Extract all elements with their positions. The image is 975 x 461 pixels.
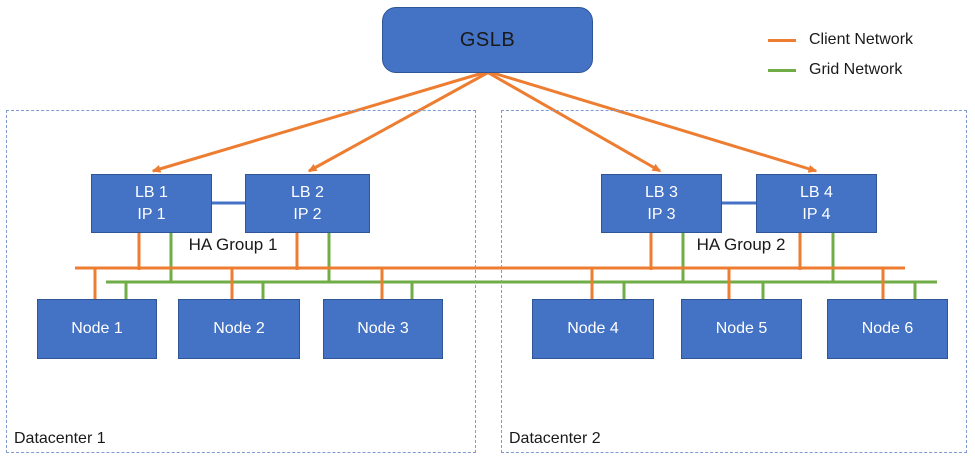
client-network-swatch: [768, 38, 796, 42]
gslb-label: GSLB: [459, 29, 516, 51]
grid-network-swatch: [768, 68, 796, 72]
legend: Client Network Grid Network: [768, 31, 913, 79]
lb-1-ip: IP 1: [137, 205, 166, 223]
lb-3-box: LB 3 IP 3: [601, 174, 722, 233]
node-1-box: Node 1: [37, 299, 157, 359]
datacenter-2-region: Datacenter 2: [501, 110, 967, 453]
network-buses: [75, 266, 937, 284]
node-4-box: Node 4: [532, 299, 654, 359]
node-5-box: Node 5: [681, 299, 802, 359]
lb-2-ip: IP 2: [293, 205, 322, 223]
lb-3-name: LB 3: [645, 183, 678, 201]
lb-3-ip: IP 3: [647, 205, 676, 223]
lb-1-box: LB 1 IP 1: [91, 174, 212, 233]
grid-network-label: Grid Network: [809, 61, 903, 78]
legend-item-client-network: Client Network: [768, 31, 913, 49]
node-2-box: Node 2: [178, 299, 300, 359]
gslb-to-lb-arrows: [151, 70, 818, 173]
lb-2-name: LB 2: [291, 183, 324, 201]
lb-2-box: LB 2 IP 2: [245, 174, 370, 233]
node-6-label: Node 6: [861, 320, 914, 337]
lb-bus-drops: [137, 233, 835, 283]
datacenter-1-label: Datacenter 1: [14, 430, 106, 447]
node-2-label: Node 2: [213, 320, 265, 337]
legend-item-grid-network: Grid Network: [768, 61, 913, 79]
node-3-box: Node 3: [323, 299, 443, 359]
node-3-label: Node 3: [357, 320, 409, 337]
datacenter-1-region: Datacenter 1: [6, 110, 476, 453]
lb-4-ip: IP 4: [802, 205, 831, 223]
node-4-label: Node 4: [567, 320, 619, 337]
datacenter-2-label: Datacenter 2: [509, 430, 601, 447]
ha-group-1-label: HA Group 1: [188, 235, 278, 254]
node-6-box: Node 6: [827, 299, 948, 359]
lb-4-box: LB 4 IP 4: [756, 174, 877, 233]
lb-1-name: LB 1: [135, 183, 168, 201]
node-bus-risers: [93, 268, 917, 300]
client-network-label: Client Network: [809, 31, 914, 48]
node-1-label: Node 1: [71, 320, 123, 337]
lb-4-name: LB 4: [800, 183, 833, 201]
node-5-label: Node 5: [715, 320, 768, 337]
ha-group-2-label: HA Group 2: [696, 235, 786, 254]
gslb-box: GSLB: [382, 7, 593, 73]
